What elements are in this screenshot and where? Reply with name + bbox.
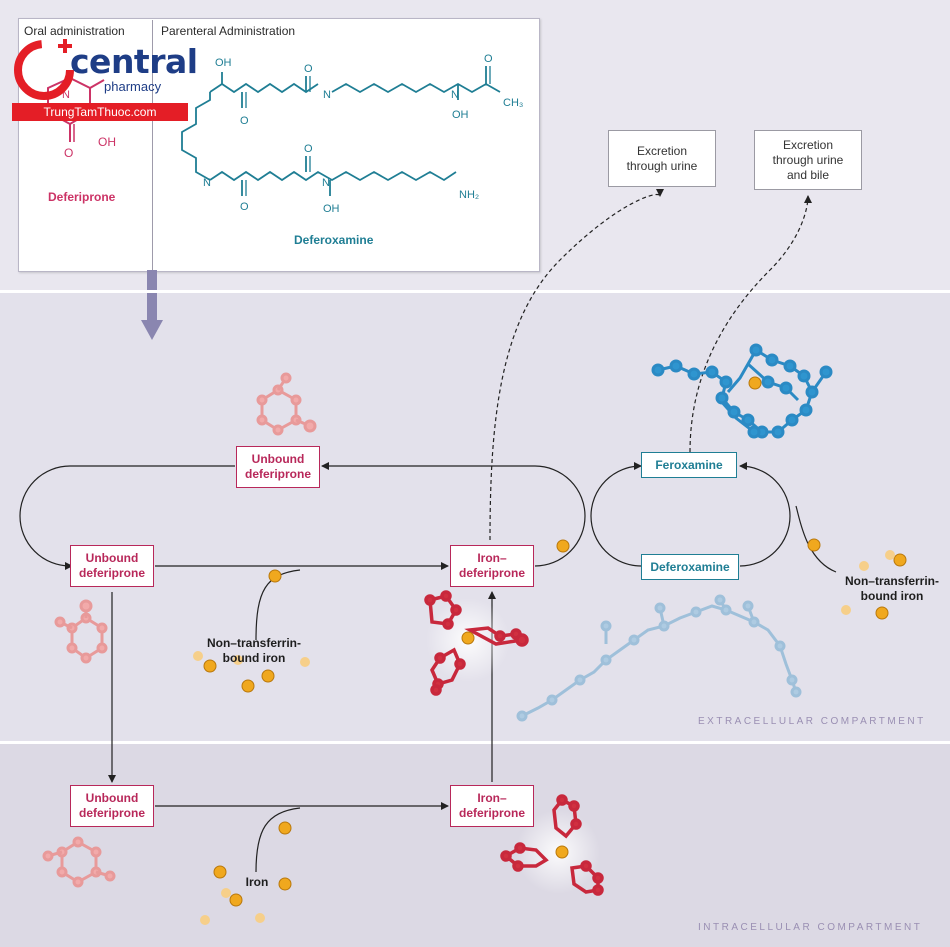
excretion-urine-dashed-arrow xyxy=(489,188,664,541)
ntbi-left-label: Non–transferrin- bound iron xyxy=(206,636,301,665)
iron-atom-extra-complex xyxy=(461,631,475,645)
iron-deferiprone-complex-intra xyxy=(500,794,604,896)
iron-deferiprone-complex-extra xyxy=(424,590,529,696)
deferiprone-loop-right xyxy=(321,462,586,567)
feroxamine-molecule xyxy=(651,343,833,439)
ntbi-right-label: Non–transferrin- bound iron xyxy=(844,574,939,603)
deferoxamine-oh-bottom: OH xyxy=(323,203,340,215)
excretion-urine-bile-box: Excretion through urine and bile xyxy=(754,130,862,190)
deferiprone-o-label: O xyxy=(64,146,73,160)
central-pharmacy-logo-icon xyxy=(14,39,74,100)
deferoxamine-ch3: CH₃ xyxy=(503,97,523,109)
deferiprone-name: Deferiprone xyxy=(48,190,116,204)
administration-arrow-head xyxy=(141,320,163,340)
intracellular-compartment-label: INTRACELLULAR COMPARTMENT xyxy=(698,922,923,933)
deferoxamine-loop-left xyxy=(590,462,642,567)
iron-label: Iron xyxy=(245,875,269,889)
site-watermark: TrungTamThuoc.com xyxy=(12,103,188,121)
feroxamine-box: Feroxamine xyxy=(641,452,737,478)
deferiprone-loop-left xyxy=(19,465,235,570)
panel-divider xyxy=(152,20,153,270)
deferoxamine-n-4: N xyxy=(322,177,330,189)
deferoxamine-o-4: O xyxy=(240,201,249,213)
iron-deferiprone-intra-box: Iron– deferiprone xyxy=(450,785,534,827)
excretion-bile-dashed-arrow xyxy=(689,195,812,453)
deferoxamine-nh2: NH₂ xyxy=(459,189,479,201)
deferiprone-n-label: N xyxy=(62,89,70,101)
deferiprone-molecule-top xyxy=(256,372,317,436)
deferoxamine-n-1: N xyxy=(323,89,331,101)
ntbi-left-curve xyxy=(255,569,301,641)
deferoxamine-loop-right xyxy=(739,462,791,567)
oral-administration-header: Oral administration xyxy=(24,24,125,38)
brand-watermark: central xyxy=(70,42,198,81)
excretion-urine-box: Excretion through urine xyxy=(608,130,716,187)
deferiprone-molecule-left xyxy=(54,599,108,664)
deferoxamine-oh-right: OH xyxy=(452,109,469,121)
intracellular-band xyxy=(0,744,950,947)
deferoxamine-n-3: N xyxy=(203,177,211,189)
deferoxamine-o-1: O xyxy=(240,115,249,127)
deferoxamine-molecule xyxy=(516,594,802,722)
deferoxamine-box: Deferoxamine xyxy=(641,554,739,580)
administration-arrow-shaft xyxy=(147,270,157,322)
deferoxamine-oh-top: OH xyxy=(215,57,232,69)
unbound-deferiprone-intra-box: Unbound deferiprone xyxy=(70,785,154,827)
deferoxamine-o-3: O xyxy=(484,53,493,65)
iron-atom-intra-complex xyxy=(555,845,569,859)
deferoxamine-structure xyxy=(181,66,501,196)
deferiprone-oh-label: OH xyxy=(98,135,116,149)
iron-intra-curve xyxy=(255,807,301,873)
deferoxamine-o-5: O xyxy=(304,143,313,155)
administration-panel xyxy=(18,18,540,272)
unbound-deferiprone-left-box: Unbound deferiprone xyxy=(70,545,154,587)
ntbi-right-curve xyxy=(795,505,837,573)
deferiprone-molecule-intra xyxy=(42,836,116,888)
iron-atom-feroxamine xyxy=(748,376,762,390)
parenteral-administration-header: Parenteral Administration xyxy=(161,24,296,38)
deferoxamine-name: Deferoxamine xyxy=(294,233,374,247)
deferoxamine-n-2: N xyxy=(451,89,459,101)
extracellular-compartment-label: EXTRACELLULAR COMPARTMENT xyxy=(698,716,926,727)
brand-watermark-sub: pharmacy xyxy=(104,79,162,94)
deferoxamine-o-2: O xyxy=(304,63,313,75)
iron-deferiprone-extra-box: Iron– deferiprone xyxy=(450,545,534,587)
free-iron-atoms xyxy=(193,538,907,925)
unbound-deferiprone-top-box: Unbound deferiprone xyxy=(236,446,320,488)
